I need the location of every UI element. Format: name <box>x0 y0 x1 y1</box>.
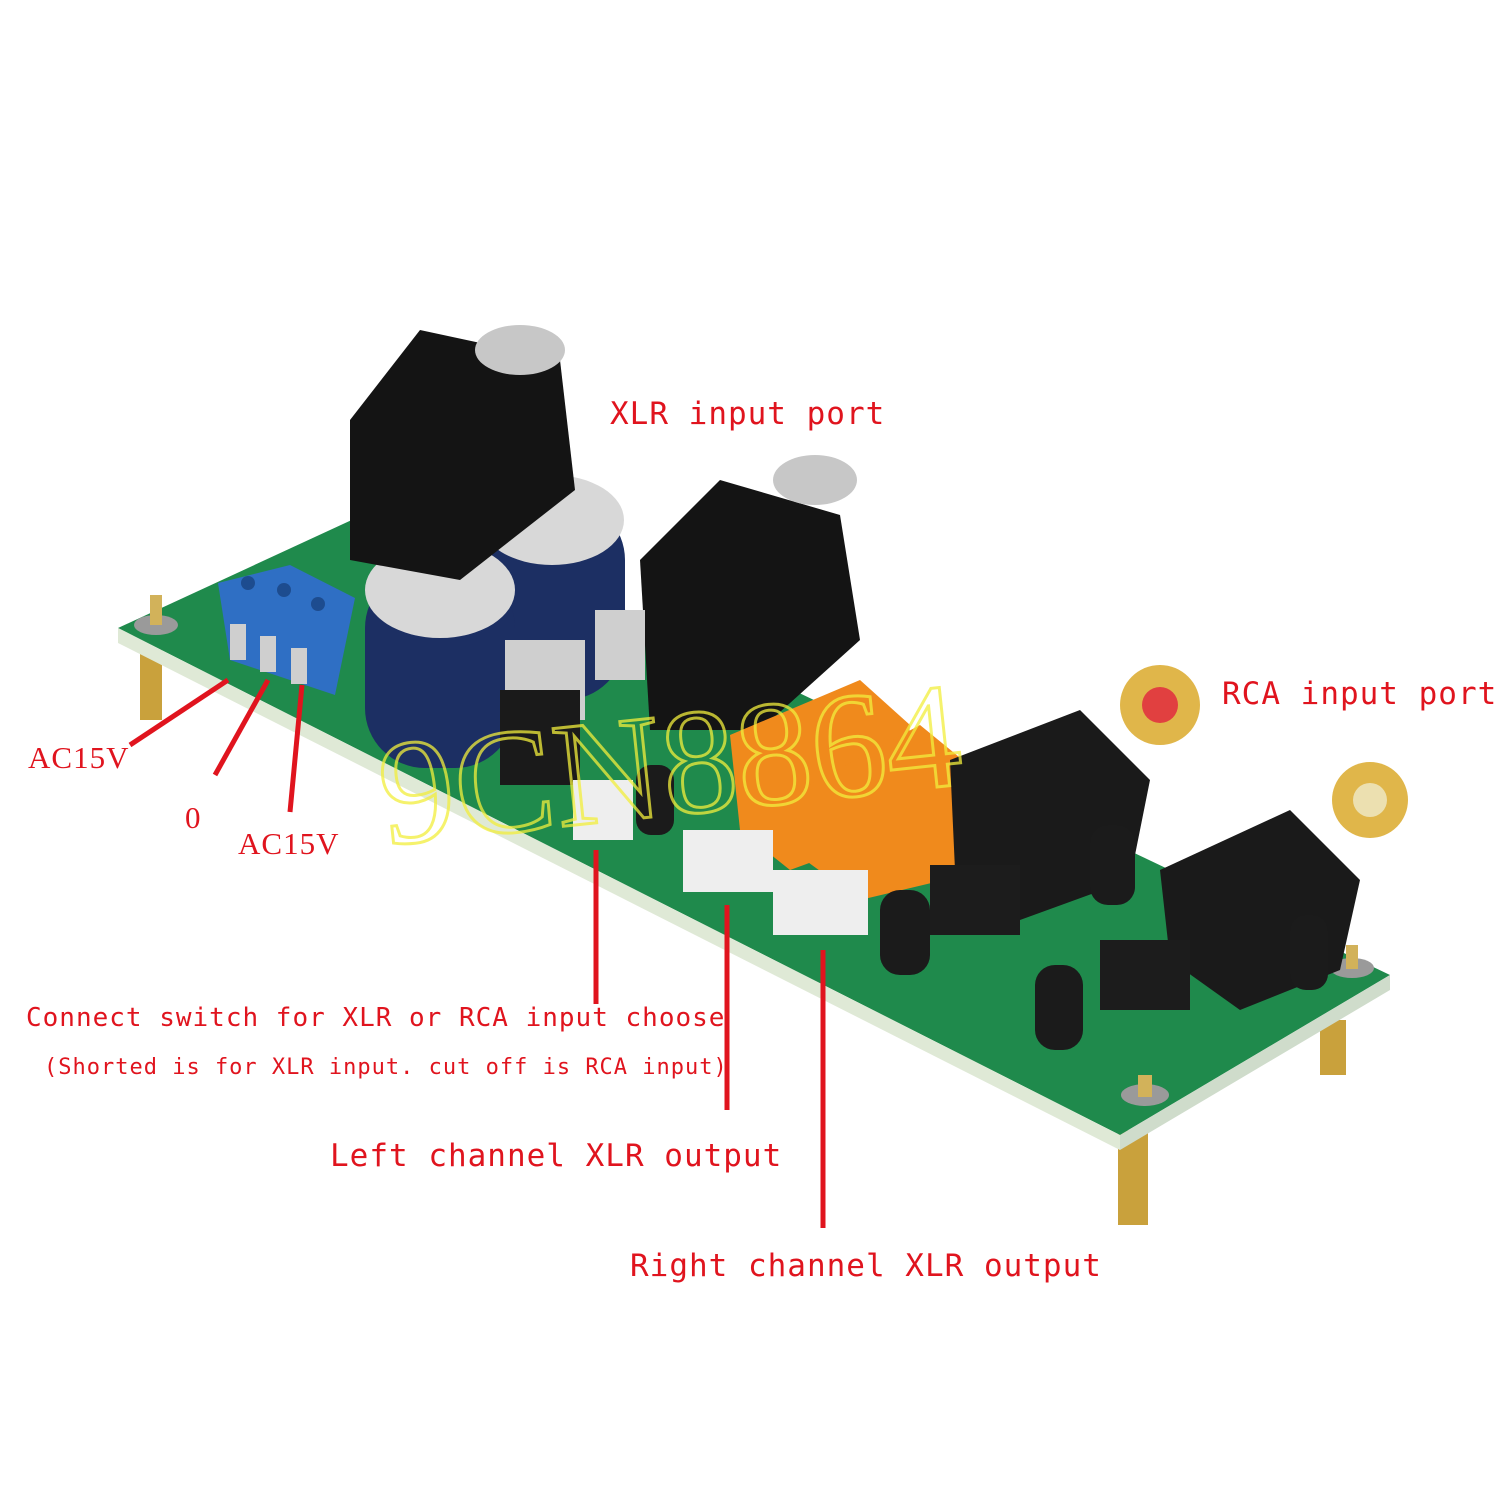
power-terminal <box>218 565 355 695</box>
voltage-regulators <box>500 610 645 785</box>
ac15v-left-label: AC15V <box>28 740 130 775</box>
rca-input-label: RCA input port <box>1222 676 1498 712</box>
small-components <box>636 765 1328 1050</box>
switch-label-line1: Connect switch for XLR or RCA input choo… <box>26 1003 726 1033</box>
pointer-lines <box>128 677 826 1228</box>
ac15v-right-label: AC15V <box>238 826 340 861</box>
xlr-connectors <box>350 325 860 730</box>
relays <box>730 680 975 900</box>
standoffs <box>140 650 1346 1225</box>
mounting-screws <box>134 595 1374 1106</box>
left-output-label: Left channel XLR output <box>330 1138 783 1174</box>
zero-label: 0 <box>185 800 202 835</box>
xlr-input-label: XLR input port <box>610 396 886 432</box>
right-output-label: Right channel XLR output <box>630 1248 1102 1284</box>
switch-label-line2: (Shorted is for XLR input. cut off is RC… <box>44 1055 728 1080</box>
header-connectors <box>573 780 868 935</box>
